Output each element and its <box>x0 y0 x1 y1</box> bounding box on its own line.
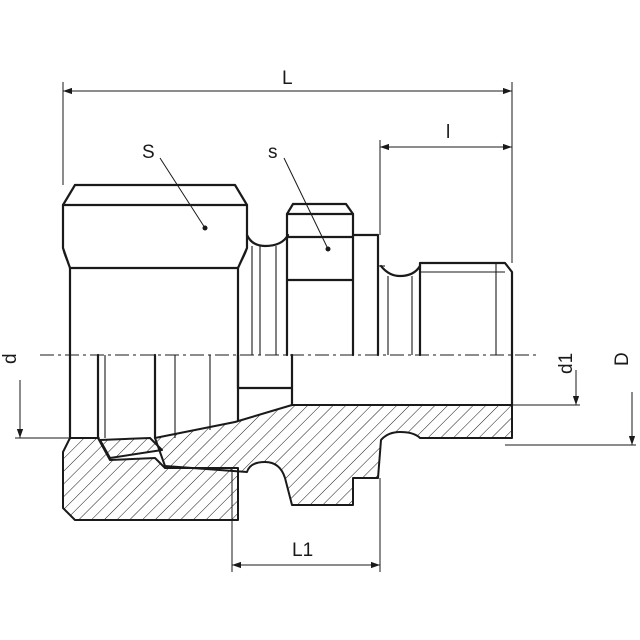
label-D: D <box>612 352 633 366</box>
dimension-D: D <box>505 352 636 446</box>
dimension-l: l <box>379 122 512 235</box>
label-S: S <box>142 142 155 163</box>
dimension-L: L <box>62 68 513 263</box>
label-s: s <box>268 142 278 163</box>
label-L1: L1 <box>292 540 313 561</box>
dimension-L1: L1 <box>231 468 381 572</box>
label-L: L <box>282 68 293 89</box>
nut-inner-bore <box>96 353 211 440</box>
label-d1: d1 <box>556 353 577 374</box>
dimension-d1: d1 <box>512 353 580 406</box>
union-nut <box>61 183 249 440</box>
label-d: d <box>0 353 21 364</box>
leader-S: S <box>142 142 208 231</box>
leader-s: s <box>268 142 331 252</box>
label-l: l <box>446 122 450 143</box>
fitting-body-upper <box>245 202 514 357</box>
section-view <box>62 353 514 521</box>
dimension-d: d <box>0 353 100 439</box>
